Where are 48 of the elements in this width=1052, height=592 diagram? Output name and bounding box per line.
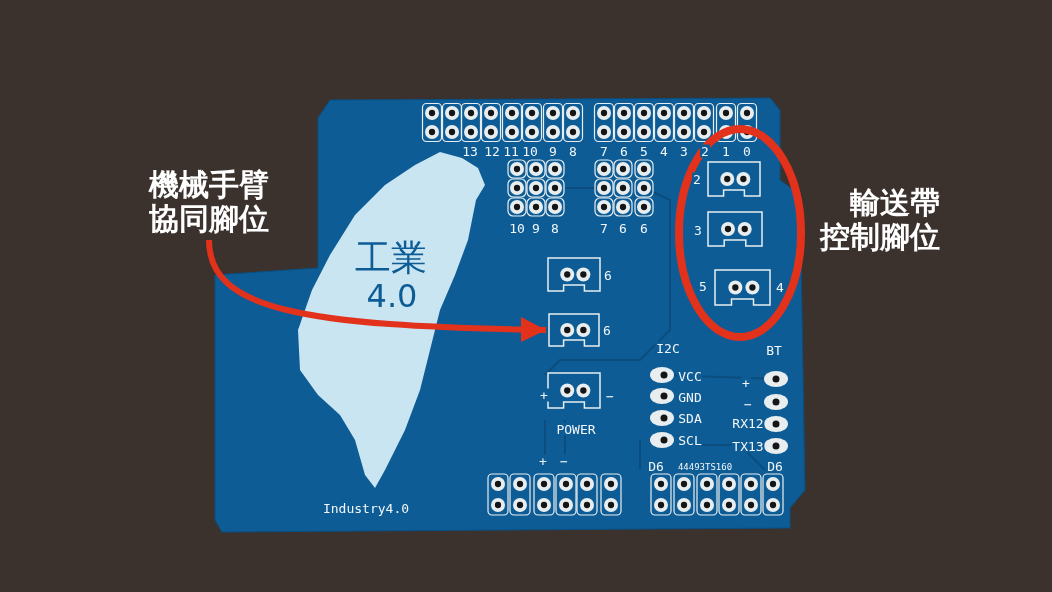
- silkscreen-label: 44493TS160: [676, 462, 734, 472]
- silkscreen-label: BT: [765, 343, 783, 357]
- silkscreen-label: VCC: [677, 369, 703, 383]
- board-lettering: 4.0: [365, 280, 419, 312]
- silkscreen-label: GND: [677, 390, 703, 404]
- silkscreen-label: 6: [619, 144, 629, 158]
- silkscreen-label: Industry4.0: [321, 501, 411, 515]
- silkscreen-label: RX12: [731, 416, 765, 430]
- silkscreen-label: 7: [599, 144, 609, 158]
- silkscreen-label: 8: [550, 221, 560, 235]
- silkscreen-label: 9: [531, 221, 541, 235]
- silkscreen-label: 5: [698, 279, 708, 293]
- silkscreen-label: D6: [766, 459, 784, 473]
- silkscreen-label: 11: [502, 144, 520, 158]
- silkscreen-label: 8: [568, 144, 578, 158]
- silkscreen-label: 4: [775, 280, 785, 294]
- silkscreen-label: −: [559, 454, 569, 468]
- silkscreen-label: 6: [603, 268, 613, 282]
- silkscreen-label: I2C: [655, 341, 681, 355]
- silkscreen-label: 10: [508, 221, 526, 235]
- silkscreen-label: SDA: [677, 411, 703, 425]
- silkscreen-label: 4: [659, 144, 669, 158]
- callout-text: 輸送帶控制腳位: [820, 186, 940, 254]
- silkscreen-label: 6: [639, 221, 649, 235]
- silkscreen-label: +: [741, 376, 751, 390]
- silkscreen-label: 6: [602, 323, 612, 337]
- silkscreen-label: 12: [483, 144, 501, 158]
- silkscreen-label: 13: [461, 144, 479, 158]
- silkscreen-label: 0: [742, 144, 752, 158]
- silkscreen-label: 2: [692, 172, 702, 186]
- board-lettering: 工業: [354, 240, 428, 276]
- silkscreen-label: 2: [700, 144, 710, 158]
- silkscreen-label: +: [539, 388, 549, 402]
- silkscreen-label: 7: [599, 221, 609, 235]
- silkscreen-label: TX13: [731, 439, 765, 453]
- silkscreen-label: 9: [548, 144, 558, 158]
- silkscreen-label: 10: [521, 144, 539, 158]
- silkscreen-label: 6: [618, 221, 628, 235]
- silkscreen-label: 1: [721, 144, 731, 158]
- callout-text: 機械手臂協同腳位: [147, 168, 270, 236]
- silkscreen-label: 3: [679, 144, 689, 158]
- silkscreen-label: SCL: [677, 433, 703, 447]
- arrow: [206, 239, 547, 343]
- silkscreen-label: +: [538, 454, 548, 468]
- silkscreen-label: POWER: [555, 422, 597, 436]
- silkscreen-label: D6: [647, 459, 665, 473]
- silkscreen-label: 5: [639, 144, 649, 158]
- silkscreen-label: 3: [693, 223, 703, 237]
